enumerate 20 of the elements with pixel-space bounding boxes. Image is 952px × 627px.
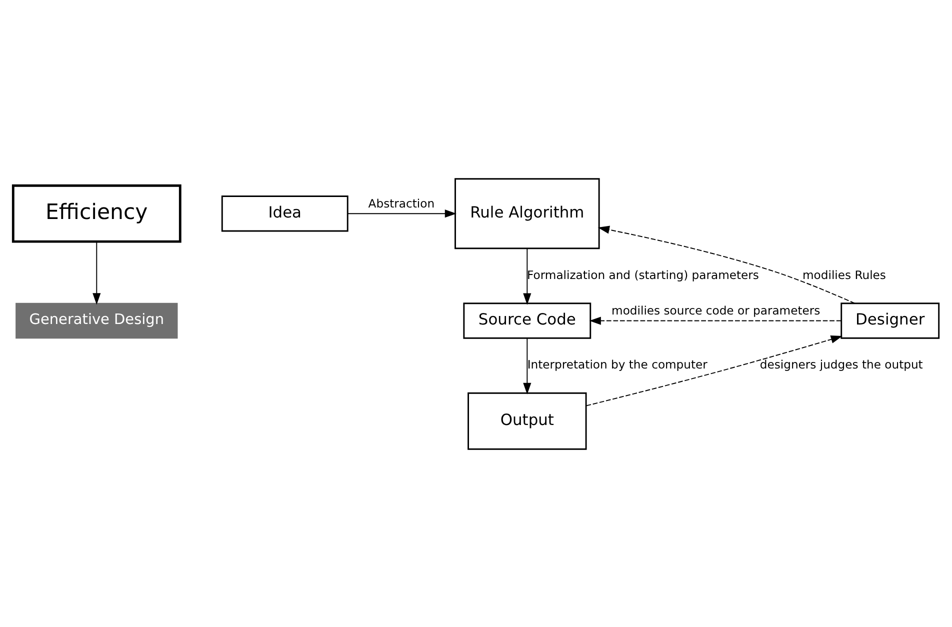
edge-label: modilies Rules	[802, 267, 886, 282]
node-box: Generative Design	[16, 302, 178, 338]
edge-label: modilies source code or parameters	[612, 303, 820, 318]
edge-label: Interpretation by the computer	[527, 357, 708, 372]
node-box: Idea	[221, 195, 348, 232]
arrow	[589, 316, 842, 324]
node-box: Efficiency	[12, 184, 182, 242]
arrow	[92, 240, 101, 304]
node-box: Designer	[840, 302, 940, 338]
arrow	[523, 247, 532, 304]
arrow	[586, 334, 842, 406]
node-box: Source Code	[463, 302, 592, 338]
node-box: Rule Algorithm	[454, 178, 600, 249]
edge-label: designers judges the output	[760, 357, 923, 372]
arrow	[347, 209, 456, 218]
edge-label: Formalization and (starting) parameters	[527, 267, 759, 282]
arrow	[598, 225, 856, 304]
edge-label: Abstraction	[368, 196, 435, 210]
arrow	[523, 337, 532, 394]
node-box: Output	[468, 392, 587, 450]
